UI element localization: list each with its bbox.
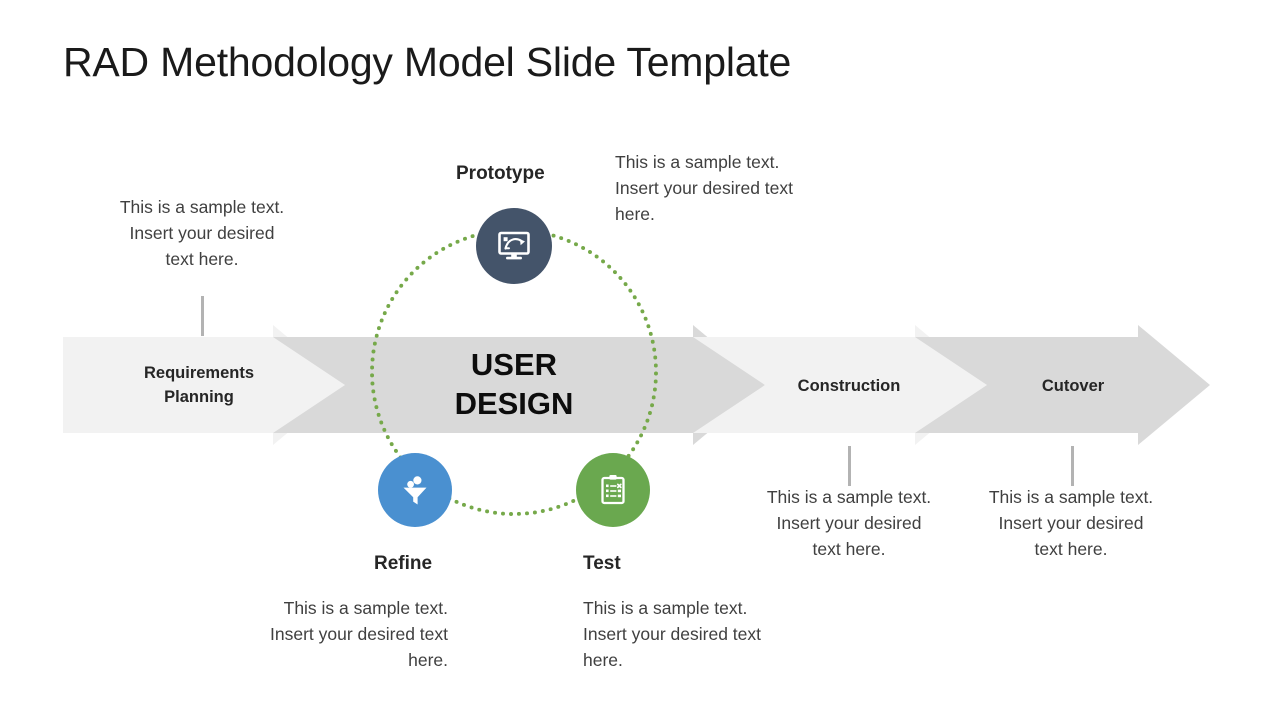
- chevron-label-requirements-planning: Requirements Planning: [143, 364, 255, 406]
- clipboard-checklist-icon: [601, 475, 625, 505]
- user-design-label: USER DESIGN: [454, 347, 574, 422]
- test-description: This is a sample text. Insert your desir…: [583, 598, 761, 670]
- prototype-description: This is a sample text. Insert your desir…: [615, 152, 793, 224]
- chevron-label-construction: Construction: [797, 377, 901, 395]
- refine-description: This is a sample text. Insert your desir…: [270, 598, 448, 670]
- connector-line-cutover: [1071, 446, 1074, 486]
- prototype-node-circle[interactable]: [476, 208, 552, 284]
- monitor-design-icon: [498, 231, 530, 260]
- test-node-circle[interactable]: [576, 453, 650, 527]
- cutover-description: This is a sample text. Insert your desir…: [988, 487, 1154, 559]
- construction-description: This is a sample text. Insert your desir…: [766, 487, 932, 559]
- refine-node-circle[interactable]: [378, 453, 452, 527]
- prototype-caption: Prototype: [456, 163, 545, 184]
- connector-line-construction: [848, 446, 851, 486]
- funnel-people-icon: [403, 476, 427, 505]
- refine-caption: Refine: [374, 553, 433, 574]
- page-title: RAD Methodology Model Slide Template: [63, 39, 792, 85]
- connector-line-requirements-planning: [201, 296, 204, 336]
- chevron-label-cutover: Cutover: [1041, 377, 1105, 395]
- requirements-planning-description: This is a sample text. Insert your desir…: [119, 197, 285, 269]
- test-caption: Test: [583, 553, 621, 574]
